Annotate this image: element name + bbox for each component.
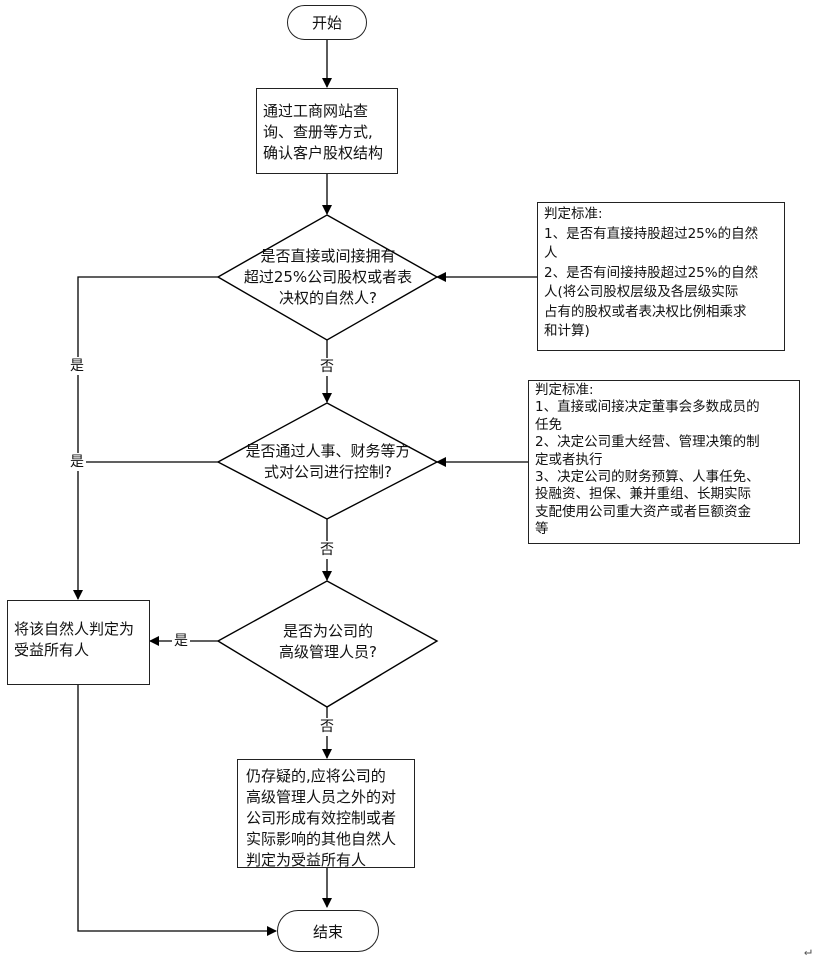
criteria1-line: 占有的股权或者表决权比例相乘求 — [544, 303, 747, 320]
criteria2-line: 1、直接或间接决定董事会多数成员的 — [535, 399, 760, 416]
q2-line: 是否通过人事、财务等方 — [245, 442, 411, 460]
q1-line: 超过25%公司股权或者表 — [243, 268, 413, 286]
label-yes-q3: 是 — [172, 632, 190, 650]
fallback-line: 实际影响的其他自然人 — [246, 830, 397, 848]
start-node: 开始 — [287, 5, 367, 40]
criteria1-line: 人(将公司股权层级及各层级实际 — [544, 284, 739, 300]
decision-q2-shape — [216, 402, 439, 520]
fallback-line: 公司形成有效控制或者 — [246, 809, 397, 827]
criteria-note-2: 判定标准: 1、直接或间接决定董事会多数成员的 任免 2、决定公司重大经营、管理… — [528, 380, 800, 544]
q3-line: 是否为公司的 — [282, 622, 373, 640]
q2-line: 式对公司进行控制? — [264, 463, 392, 481]
criteria2-line: 任免 — [535, 416, 562, 433]
decision-q1: 是否直接或间接拥有 超过25%公司股权或者表 决权的自然人? — [228, 246, 428, 309]
label-no-q3: 否 — [318, 718, 336, 736]
q1-line: 决权的自然人? — [279, 289, 377, 307]
step1-line: 询、查册等方式, — [263, 123, 373, 141]
criteria1-line: 2、是否有间接持股超过25%的自然 — [544, 264, 759, 281]
fallback-line: 判定为受益所有人 — [246, 851, 367, 869]
criteria2-line: 等 — [535, 521, 549, 538]
criteria2-line: 定或者执行 — [535, 451, 603, 468]
decision-q2: 是否通过人事、财务等方 式对公司进行控制? — [228, 441, 428, 483]
criteria2-line: 2、决定公司重大经营、管理决策的制 — [535, 434, 760, 451]
end-node: 结束 — [277, 910, 379, 952]
start-label: 开始 — [311, 14, 342, 32]
step1-line: 确认客户股权结构 — [263, 144, 384, 162]
label-no-q2: 否 — [318, 541, 336, 559]
label-no-q1: 否 — [318, 358, 336, 376]
arrow-q1-yes — [73, 276, 218, 600]
criteria2-line: 判定标准: — [535, 382, 594, 398]
criteria1-line: 判定标准: — [544, 206, 603, 222]
decision-q1-shape — [216, 214, 439, 341]
end-label: 结束 — [312, 922, 343, 941]
fallback-step: 仍存疑的,应将公司的 高级管理人员之外的对 公司形成有效控制或者 实际影响的其他… — [237, 759, 415, 869]
paragraph-mark: ↵ — [804, 944, 812, 959]
step1-line: 通过工商网站查 — [263, 102, 369, 120]
criteria-note-1: 判定标准: 1、是否有直接持股超过25%的自然 人 2、是否有间接持股超过25%… — [537, 202, 785, 351]
q3-line: 高级管理人员? — [279, 643, 377, 661]
criteria1-line: 和计算) — [544, 323, 590, 339]
result-line: 将该自然人判定为 — [14, 620, 135, 638]
criteria1-line: 人 — [544, 245, 558, 261]
decision-q3: 是否为公司的 高级管理人员? — [248, 621, 408, 663]
criteria2-line: 支配使用公司重大资产或者巨额资金 — [535, 503, 751, 520]
fallback-line: 仍存疑的,应将公司的 — [246, 767, 386, 785]
arrow-result-to-end — [77, 685, 277, 936]
step-check-ownership: 通过工商网站查 询、查册等方式, 确认客户股权结构 — [256, 88, 398, 174]
result-line: 受益所有人 — [14, 641, 90, 659]
fallback-line: 高级管理人员之外的对 — [246, 788, 397, 806]
criteria2-line: 投融资、担保、兼并重组、长期实际 — [535, 486, 751, 503]
decision-q3-shape — [216, 580, 439, 708]
criteria2-line: 3、决定公司的财务预算、人事任免、 — [535, 469, 760, 486]
q1-line: 是否直接或间接拥有 — [260, 247, 396, 265]
label-yes-q1: 是 — [68, 357, 86, 375]
result-beneficial-owner: 将该自然人判定为 受益所有人 — [7, 600, 150, 685]
criteria1-line: 1、是否有直接持股超过25%的自然 — [544, 225, 759, 242]
label-yes-q2: 是 — [68, 453, 86, 471]
